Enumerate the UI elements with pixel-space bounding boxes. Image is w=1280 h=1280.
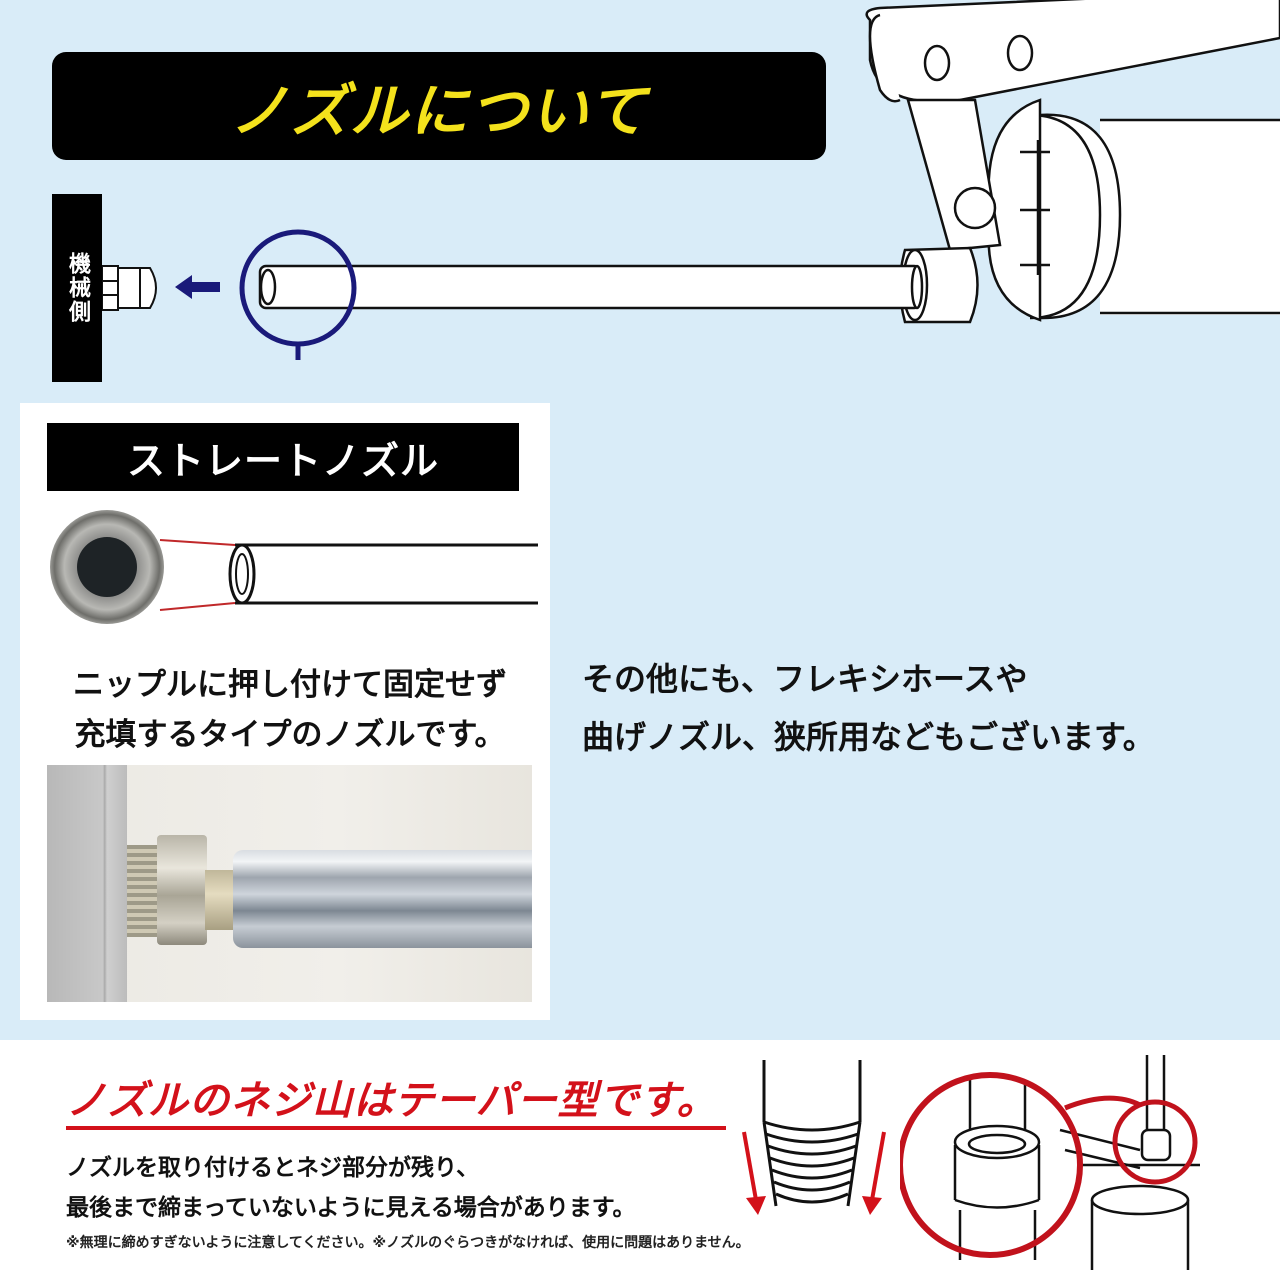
photo-thread bbox=[127, 845, 159, 937]
nozzle-mount-detail-illustration bbox=[900, 1055, 1200, 1270]
taper-thread-illustration bbox=[742, 1060, 886, 1215]
arrow-left-icon bbox=[175, 275, 220, 299]
nozzle-photo bbox=[47, 765, 532, 1002]
description-line-1: ニップルに押し付けて固定せず bbox=[73, 667, 507, 703]
straight-nozzle-description: ニップルに押し付けて固定せず 充填するタイプのノズルです。 bbox=[40, 660, 540, 760]
straight-nozzle-title: ストレートノズル bbox=[126, 438, 439, 483]
caution-note: ※無理に締めすぎないように注意してください。※ノズルのぐらつきがなければ、使用に… bbox=[66, 1235, 750, 1251]
straight-nozzle-title-bar: ストレートノズル bbox=[47, 423, 519, 491]
description-line-2: 充填するタイプのノズルです。 bbox=[74, 717, 506, 753]
photo-hex-nut bbox=[157, 835, 207, 945]
photo-nozzle-tube bbox=[233, 850, 532, 948]
other-nozzle-types-text: その他にも、フレキシホースや 曲げノズル、狭所用などもございます。 bbox=[582, 650, 1155, 766]
body-line-2: 最後まで締まっていないように見える場合があります。 bbox=[66, 1195, 636, 1221]
taper-thread-heading: ノズルのネジ山はテーパー型です。 bbox=[66, 1078, 718, 1124]
nozzle-tip-closeup-illustration bbox=[50, 510, 538, 624]
page-title-banner: ノズルについて bbox=[52, 52, 826, 160]
page-title: ノズルについて bbox=[229, 77, 649, 145]
body-line-1: ノズルを取り付けるとネジ部分が残り、 bbox=[66, 1155, 480, 1181]
grease-gun-illustration bbox=[101, 0, 1280, 360]
arrow-down-icon bbox=[742, 1131, 886, 1215]
other-types-line-2: 曲げノズル、狭所用などもございます。 bbox=[582, 718, 1155, 756]
machine-side-block: 機械側 bbox=[52, 194, 102, 382]
taper-thread-body: ノズルを取り付けるとネジ部分が残り、 最後まで締まっていないように見える場合があ… bbox=[66, 1148, 635, 1228]
photo-nipple-neck bbox=[205, 870, 235, 930]
other-types-line-1: その他にも、フレキシホースや bbox=[582, 660, 1028, 698]
photo-wall bbox=[47, 765, 127, 1002]
heading-underline bbox=[66, 1126, 726, 1130]
machine-side-label: 機械側 bbox=[65, 252, 90, 324]
